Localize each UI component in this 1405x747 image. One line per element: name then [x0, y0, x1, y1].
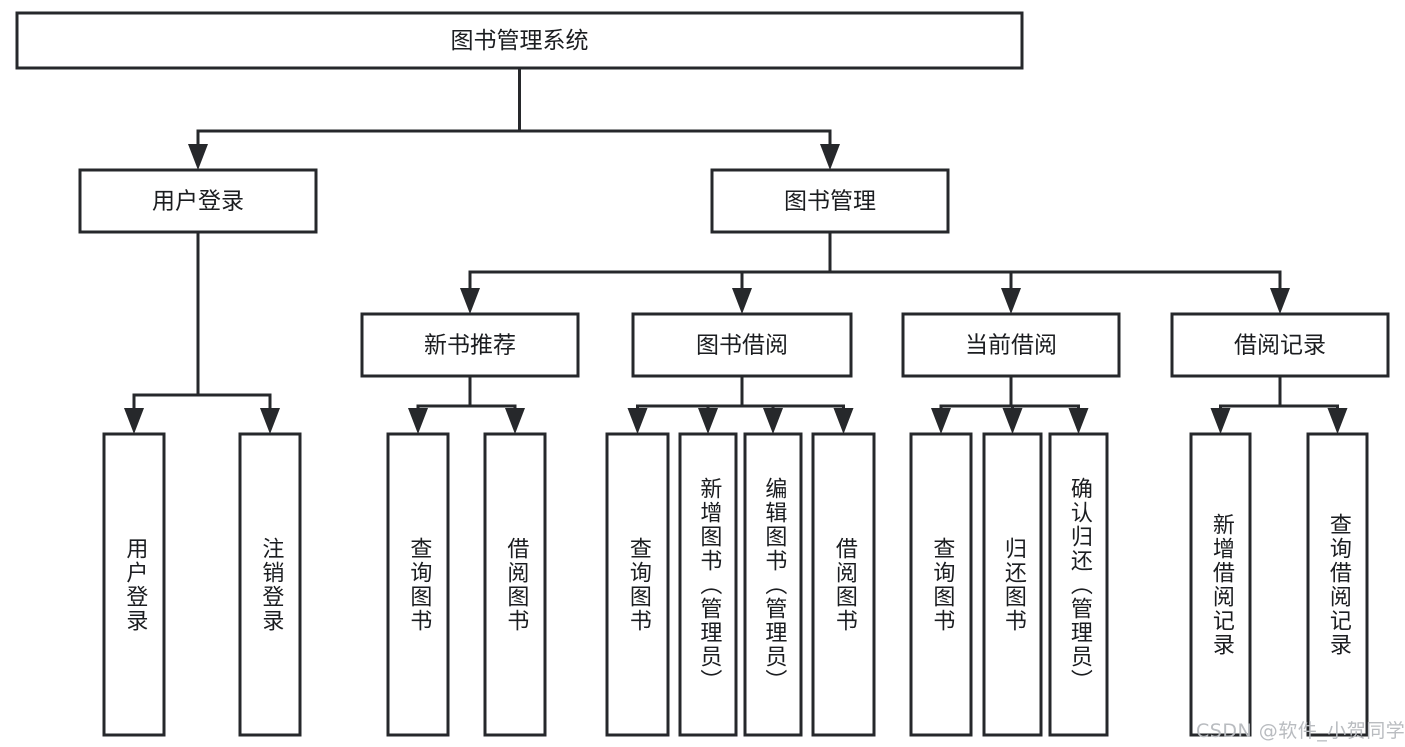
boxes-layer	[15, 11, 1390, 737]
node-label-root: 图书管理系统	[451, 28, 589, 54]
arrow-head-icon	[188, 144, 208, 170]
node-box-leaf-edit-book[interactable]	[743, 432, 803, 737]
node-box-leaf-query-book-1[interactable]	[386, 432, 450, 737]
node-box-leaf-add-book[interactable]	[678, 432, 738, 737]
arrow-head-icon	[627, 408, 648, 434]
node-box-leaf-query-book-2[interactable]	[605, 432, 670, 737]
node-box-current-borrow[interactable]	[901, 312, 1121, 378]
arrow-head-icon	[820, 144, 840, 170]
node-box-user-login[interactable]	[78, 168, 318, 234]
node-box-book-borrow[interactable]	[631, 312, 853, 378]
node-box-leaf-add-record[interactable]	[1189, 432, 1252, 737]
node-label-user-login: 用户登录	[152, 189, 244, 215]
node-box-borrow-record[interactable]	[1170, 312, 1390, 378]
node-label-current-borrow: 当前借阅	[965, 333, 1057, 359]
arrow-head-icon	[460, 288, 480, 314]
arrow-head-icon	[260, 408, 280, 434]
arrow-head-icon	[1068, 408, 1089, 434]
arrow-head-icon	[931, 408, 951, 434]
arrow-head-icon	[408, 408, 428, 434]
arrow-head-icon	[833, 408, 854, 434]
node-box-leaf-borrow-book-1[interactable]	[483, 432, 547, 737]
arrow-head-icon	[698, 408, 718, 434]
arrow-head-icon	[763, 408, 783, 434]
connectors-layer	[124, 68, 1348, 434]
csdn-watermark: CSDN @软件_小贺同学	[1196, 720, 1405, 742]
arrow-head-icon	[124, 408, 144, 434]
node-label-borrow-record: 借阅记录	[1234, 333, 1326, 359]
node-box-leaf-query-record[interactable]	[1306, 432, 1369, 737]
node-box-new-book-recommend[interactable]	[360, 312, 580, 378]
node-label-book-manage: 图书管理	[784, 189, 876, 215]
node-box-book-manage[interactable]	[710, 168, 950, 234]
arrow-head-icon	[1002, 408, 1023, 434]
arrow-head-icon	[1270, 288, 1290, 314]
arrow-head-icon	[1327, 408, 1348, 434]
node-box-root[interactable]	[15, 11, 1024, 70]
node-box-leaf-logout[interactable]	[238, 432, 302, 737]
node-box-leaf-user-login[interactable]	[102, 432, 166, 737]
arrow-head-icon	[1210, 408, 1231, 434]
node-box-leaf-query-book-3[interactable]	[909, 432, 973, 737]
arrow-head-icon	[732, 288, 752, 314]
node-box-leaf-borrow-book-2[interactable]	[811, 432, 876, 737]
node-label-book-borrow: 图书借阅	[696, 333, 788, 359]
node-label-new-book-recommend: 新书推荐	[424, 333, 516, 359]
arrow-head-icon	[1001, 288, 1021, 314]
arrow-head-icon	[505, 408, 525, 434]
node-box-leaf-confirm-return[interactable]	[1048, 432, 1109, 737]
node-box-leaf-return-book[interactable]	[982, 432, 1043, 737]
